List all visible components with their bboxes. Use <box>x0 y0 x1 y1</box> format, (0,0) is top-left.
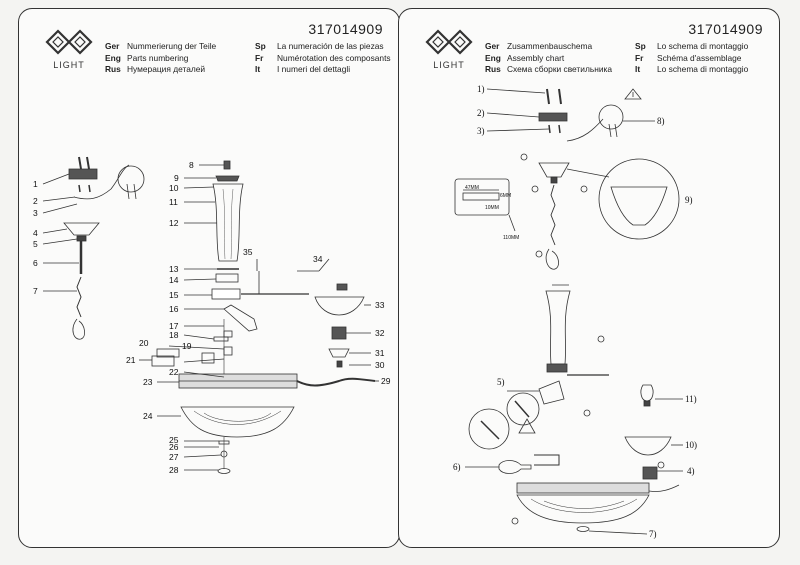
part-label: 19 <box>182 341 192 351</box>
part-label: 6 <box>33 258 38 268</box>
part-label: 1 <box>33 179 38 189</box>
document-number: 317014909 <box>308 21 383 37</box>
step-label: 5) <box>497 377 505 387</box>
dimension-110: 110MM <box>503 235 519 241</box>
assembly-diagram: 47MM 6MM 10MM 110MM 1) 2) 3) 4) 5) 6) 7)… <box>453 84 697 539</box>
part-label: 14 <box>169 275 179 285</box>
part-label: 11 <box>169 197 178 207</box>
step-label: 4) <box>687 466 695 476</box>
part-label: 12 <box>169 218 179 228</box>
part-label: 4 <box>33 228 38 238</box>
part-label: 24 <box>143 411 153 421</box>
dimension-6: 6MM <box>500 193 511 199</box>
part-label: 32 <box>375 328 385 338</box>
logo-text: LIGHT <box>53 60 85 70</box>
part-label: 28 <box>169 465 179 475</box>
mw-light-logo: LIGHT <box>39 25 99 70</box>
part-label: 2 <box>33 196 38 206</box>
step-label: 10) <box>685 440 697 450</box>
document-number: 317014909 <box>688 21 763 37</box>
dimension-47: 47MM <box>465 185 479 191</box>
part-label: 29 <box>381 376 391 386</box>
part-label: 10 <box>169 183 179 193</box>
part-label: 22 <box>169 367 179 377</box>
part-label: 27 <box>169 452 179 462</box>
step-label: 9) <box>685 195 693 205</box>
part-label: 35 <box>243 247 253 257</box>
parts-diagram: 1 2 3 4 5 6 7 8 9 10 11 12 13 14 15 16 1… <box>33 156 391 475</box>
part-label: 9 <box>174 173 179 183</box>
logo-text: LIGHT <box>433 60 465 70</box>
part-label: 23 <box>143 377 153 387</box>
part-label: 16 <box>169 304 179 314</box>
part-label: 25 <box>169 435 179 445</box>
part-labels: 1 2 3 4 5 6 7 8 9 10 11 12 13 14 15 16 1… <box>33 160 391 475</box>
step-label: 8) <box>657 116 665 126</box>
mw-logo-icon <box>45 29 93 55</box>
dimension-10: 10MM <box>485 205 499 211</box>
part-label: 15 <box>169 290 179 300</box>
part-label: 30 <box>375 360 385 370</box>
step-label: 2) <box>477 108 485 118</box>
part-label: 8 <box>189 160 194 170</box>
part-label: 18 <box>169 330 179 340</box>
part-label: 31 <box>375 348 385 358</box>
step-labels: 1) 2) 3) 4) 5) 6) 7) 8) 9) 10) 11) <box>453 84 697 539</box>
part-label: 21 <box>126 355 136 365</box>
step-label: 11) <box>685 394 697 404</box>
part-label: 5 <box>33 239 38 249</box>
part-label: 7 <box>33 286 38 296</box>
step-label: 7) <box>649 529 657 539</box>
part-label: 3 <box>33 208 38 218</box>
part-label: 13 <box>169 264 179 274</box>
step-label: 6) <box>453 462 461 472</box>
step-label: 1) <box>477 84 485 94</box>
part-label: 33 <box>375 300 385 310</box>
step-label: 3) <box>477 126 485 136</box>
mw-light-logo: LIGHT <box>419 25 479 70</box>
mw-logo-icon <box>425 29 473 55</box>
part-label: 17 <box>169 321 179 331</box>
part-label: 34 <box>313 254 323 264</box>
part-label: 20 <box>139 338 149 348</box>
part-label: 26 <box>169 442 179 452</box>
